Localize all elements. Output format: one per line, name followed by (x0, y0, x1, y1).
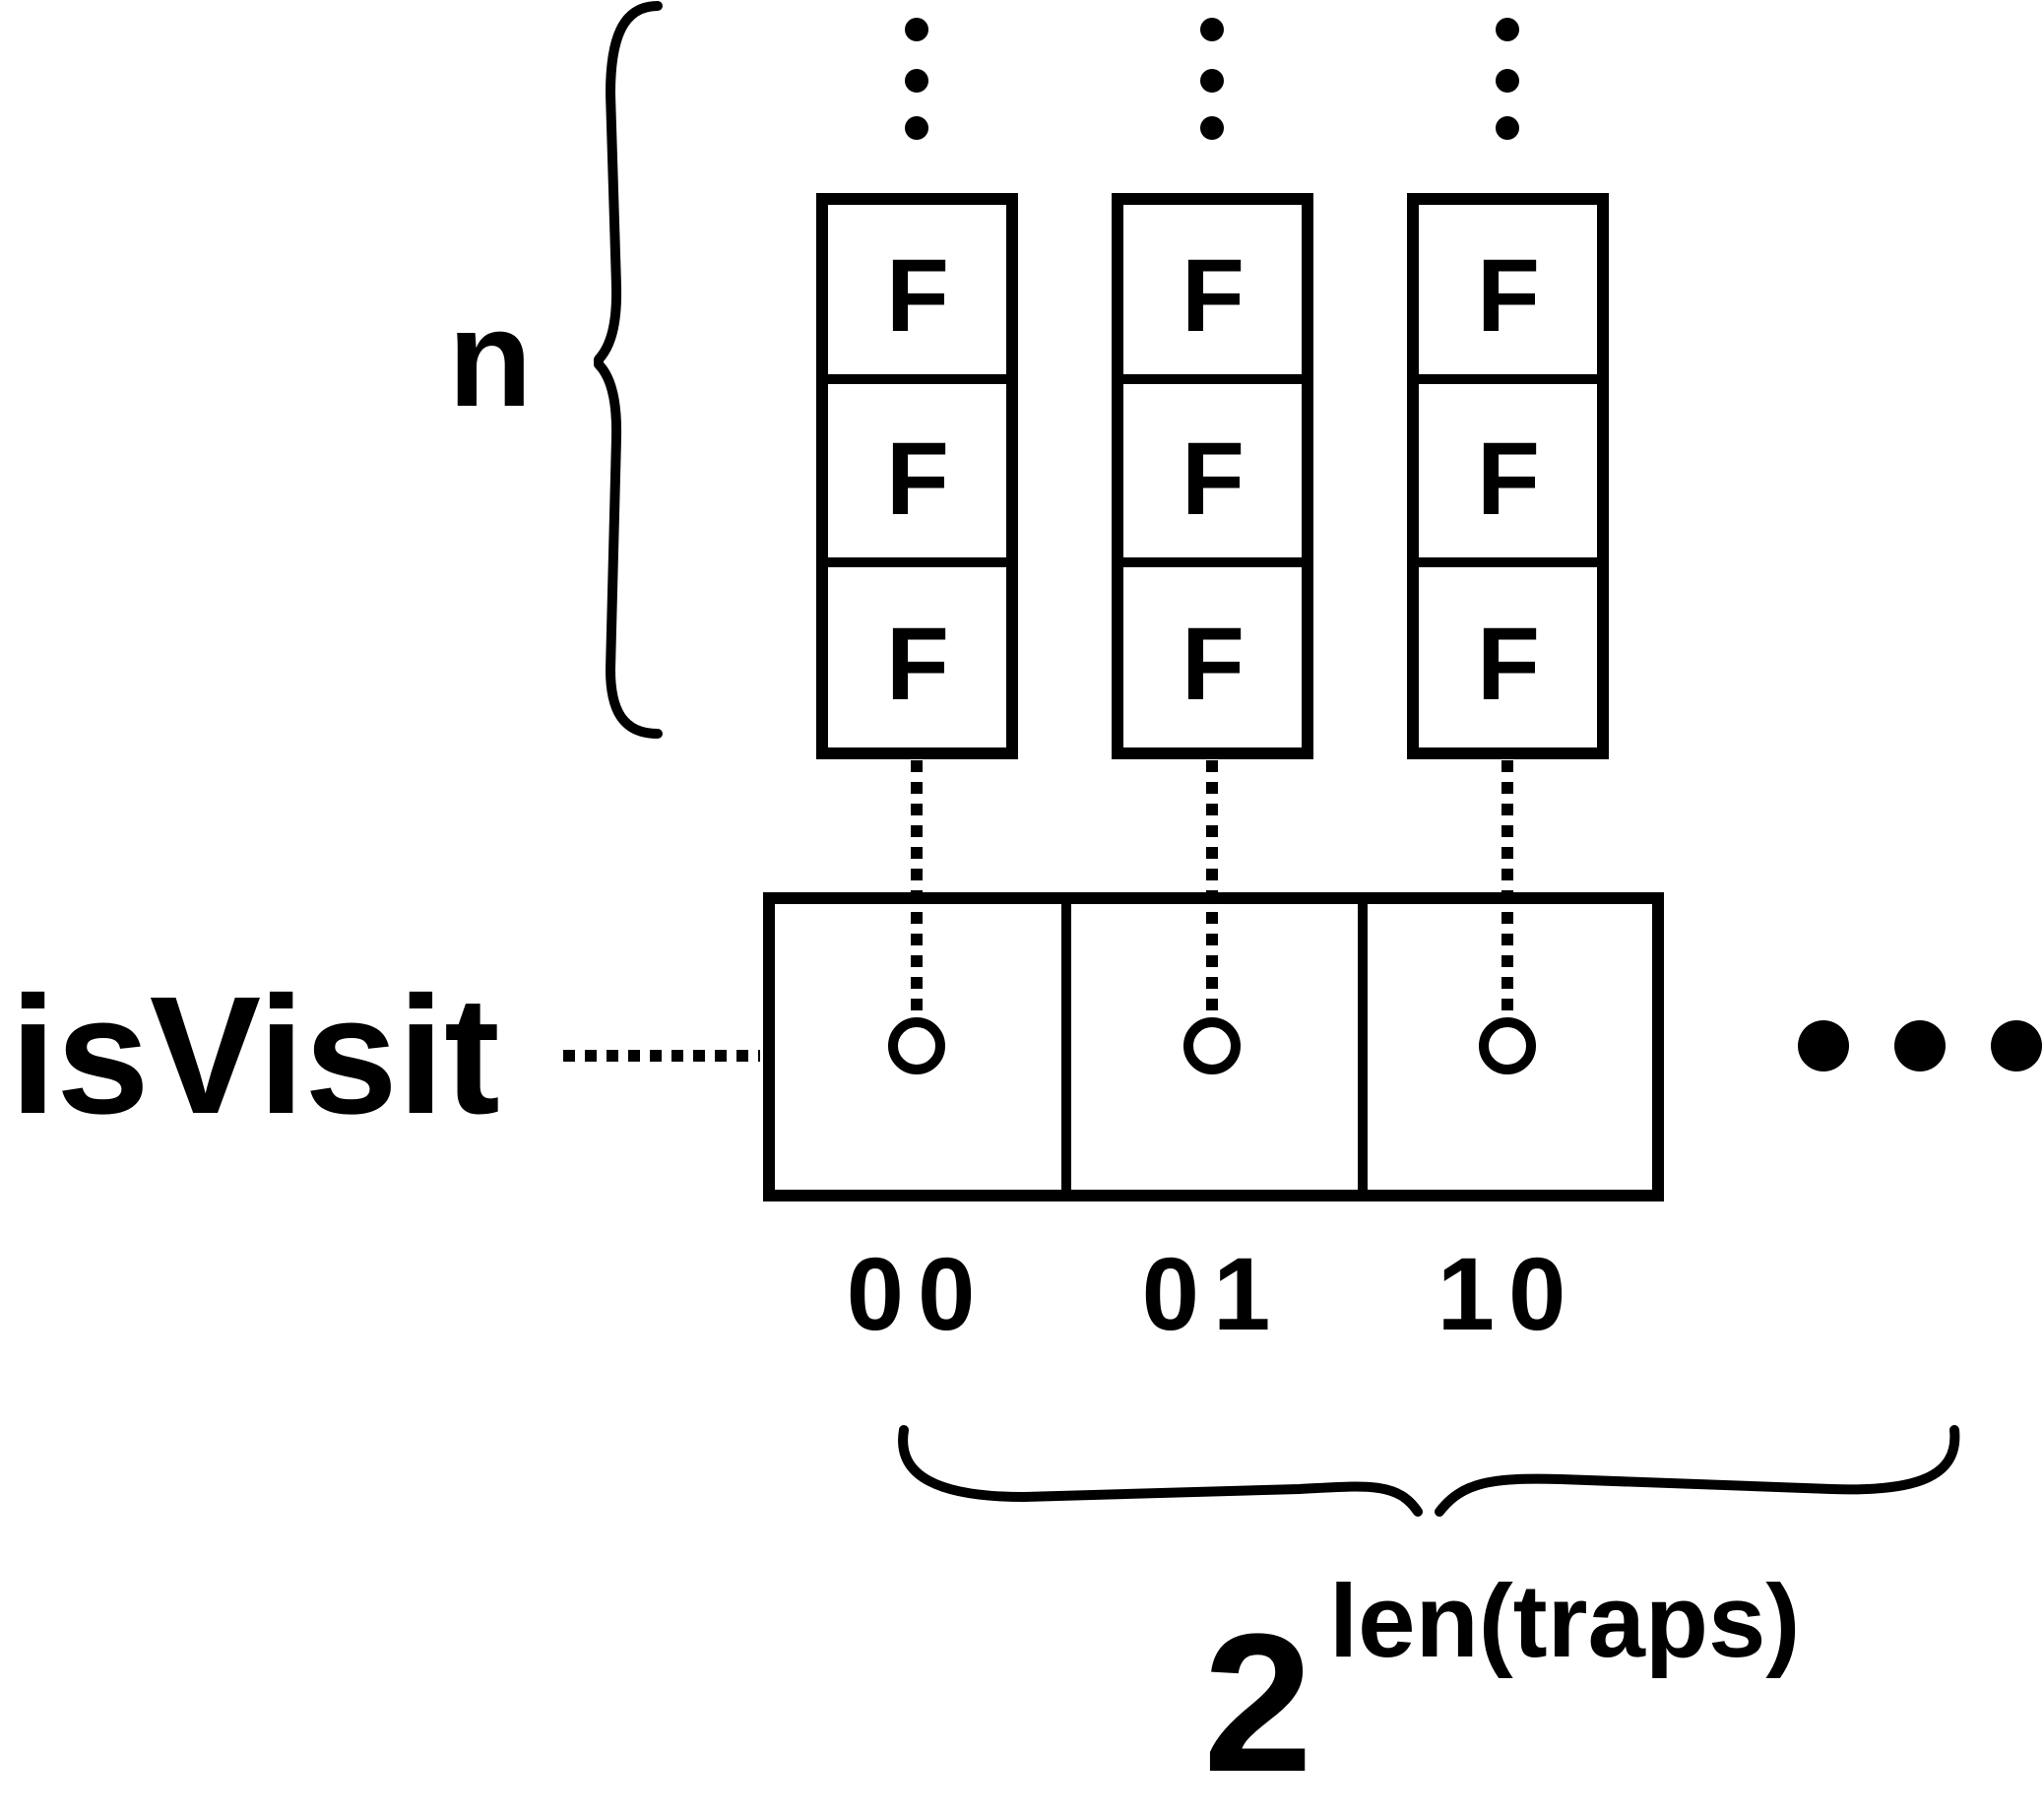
column-1: F F F 01 (1112, 18, 1313, 1352)
cell-value: F (1477, 422, 1540, 537)
ellipsis-dot (905, 69, 928, 93)
size-base: 2 (1203, 1593, 1312, 1813)
cell-value: F (886, 238, 949, 354)
continuation-dot (1991, 1020, 2042, 1071)
cell-value: F (1477, 607, 1540, 722)
column-0: F F F 00 (816, 18, 1018, 1352)
index-label: 10 (1437, 1237, 1580, 1352)
cell-value: F (886, 607, 949, 722)
array-label: isVisit (10, 962, 500, 1149)
ellipsis-dot (905, 18, 928, 41)
continuation-dot (1894, 1020, 1946, 1071)
dimension-label: n (448, 281, 533, 435)
cell-value: F (1182, 607, 1245, 722)
column-box (1112, 193, 1313, 759)
cell-value: F (1182, 238, 1245, 354)
ellipsis-dot (1200, 18, 1224, 41)
column-box (816, 193, 1018, 759)
ellipsis-dot (1200, 69, 1224, 93)
column-2: F F F 10 (1407, 18, 1609, 1352)
size-brace (898, 1425, 1960, 1517)
index-label: 01 (1142, 1237, 1285, 1352)
ellipsis-dot (1496, 18, 1519, 41)
size-exponent: len(traps) (1329, 1564, 1800, 1679)
ellipsis-dot (1496, 69, 1519, 93)
continuation-dot (1798, 1020, 1849, 1071)
pointer-circle (1479, 1017, 1536, 1074)
ellipsis-dot (1200, 116, 1224, 140)
height-brace (594, 1, 663, 739)
ellipsis-dot (1496, 116, 1519, 140)
pointer-circle (1183, 1017, 1241, 1074)
cell-value: F (1477, 238, 1540, 354)
cell-value: F (1182, 422, 1245, 537)
ellipsis-dot (905, 116, 928, 140)
index-label: 00 (847, 1237, 990, 1352)
column-box (1407, 193, 1609, 759)
pointer-circle (888, 1017, 945, 1074)
cell-value: F (886, 422, 949, 537)
